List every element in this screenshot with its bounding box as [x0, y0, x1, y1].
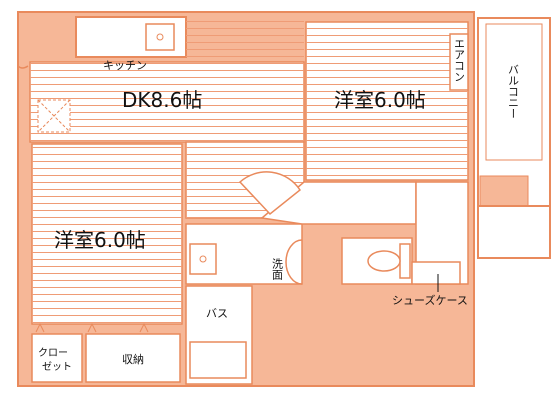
western-room-left — [31, 143, 183, 333]
toilet-icon — [367, 250, 401, 272]
western-left-label: 洋室6.0帖 — [54, 228, 146, 252]
aircon-label: エアコン — [453, 38, 466, 82]
bathtub — [189, 341, 247, 379]
shoe-case — [411, 261, 461, 285]
storage-label: 収納 — [122, 353, 144, 366]
dk-room-label: DK8.6帖 — [122, 88, 202, 112]
kitchen-label: キッチン — [103, 59, 147, 72]
aircon-unit — [449, 33, 469, 91]
shoe-case-label: シューズケース — [392, 293, 468, 307]
storage — [85, 333, 181, 383]
western-top-label: 洋室6.0帖 — [334, 88, 426, 112]
toilet-room — [341, 237, 413, 285]
wash-basin — [189, 243, 217, 275]
bath-label: バス — [206, 307, 228, 320]
entrance — [411, 181, 469, 292]
western-room-top — [305, 21, 469, 181]
balcony — [477, 17, 551, 259]
closet-label-line1: クロー — [38, 347, 68, 359]
side-door — [17, 65, 29, 69]
washroom-label: 洗面 — [271, 258, 284, 280]
balcony-label: バルコニー — [507, 64, 520, 119]
door-swing — [238, 171, 302, 216]
bathroom — [185, 285, 253, 385]
kitchen-counter — [75, 16, 187, 58]
closet-label-line2: ゼット — [42, 361, 72, 373]
closet — [31, 333, 83, 383]
washroom — [185, 223, 303, 285]
